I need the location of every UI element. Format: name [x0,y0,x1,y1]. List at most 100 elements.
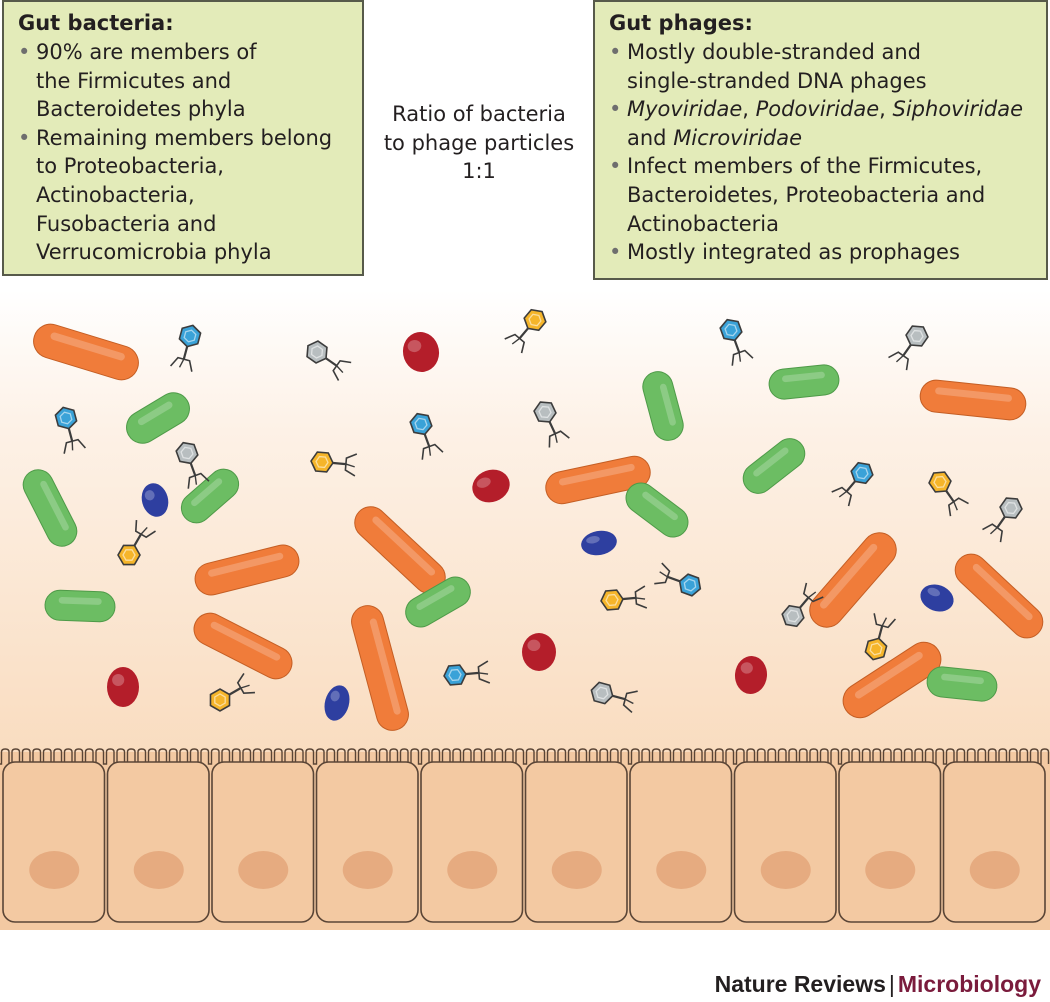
cell-nucleus [238,851,289,889]
phage-bullet-3: Infect members of the Firmicutes, Bacter… [609,152,1036,238]
bullet-line: the Firmicutes and [36,68,232,93]
rod-bacterium-green [180,468,240,524]
epithelial-cell [420,761,524,923]
cell-nucleus [342,851,393,889]
separator: , [879,97,893,122]
rod-bacterium-orange [193,612,293,680]
rod-highlight [210,621,281,661]
rod-highlight [369,618,401,715]
coccus-highlight [476,477,491,488]
cell-nucleus [760,851,811,889]
bullet-line: single-stranded DNA phages [627,68,927,93]
rod-bacterium-orange [954,553,1044,639]
cell-nucleus [447,851,498,889]
rod-bacterium-orange [194,544,300,596]
bullet-line: Mostly integrated as prophages [627,240,960,265]
bullet-line: Remaining members belong [36,125,333,150]
family-siphoviridae: Siphoviridae [892,97,1024,122]
gut-phages-box: Gut phages: Mostly double-stranded and s… [593,0,1048,280]
ratio-value: 1:1 [462,159,496,183]
epithelial-cell [942,761,1046,923]
phage-bullet-2: Myoviridae, Podoviridae, Siphoviridae an… [609,95,1036,152]
microbes [22,303,1044,731]
coccus-bacterium-red [734,656,768,694]
rod-bacterium-green [926,666,998,702]
rod-bacterium-orange [809,532,897,628]
bullet-line: Actinobacteria [627,211,780,236]
epithelial-cell [2,761,106,923]
family-microviridae: Microviridae [673,125,803,150]
gut-bacteria-list: 90% are members of the Firmicutes and Ba… [18,38,352,267]
coccus-bacterium-red [107,667,139,707]
cell-nucleus [551,851,602,889]
rod-highlight [416,585,455,610]
epithelial-cells [2,761,1046,923]
rod-highlight [58,596,102,605]
coccus-bacterium-red [522,633,556,671]
rod-highlight [208,552,284,577]
coccus-highlight [586,536,600,544]
rod-bacterium-orange [842,641,942,719]
bacteria-bullet-1: 90% are members of the Firmicutes and Ba… [18,38,352,124]
journal-branding: Nature Reviews|Microbiology [715,971,1041,998]
rod-highlight [941,673,984,685]
journal-separator: | [888,971,895,997]
rod-bacterium-orange [919,379,1027,421]
rod-bacterium-orange [33,323,139,381]
rod-highlight [191,478,223,507]
coccus-highlight [330,690,340,702]
bullet-line: Mostly double-stranded and [627,40,921,64]
rod-highlight [782,371,825,383]
coccus-highlight [144,490,155,501]
conjunction: and [627,125,674,150]
coccus-highlight [112,674,125,686]
bullet-line: Bacteroidetes phyla [36,97,246,122]
rod-bacterium-green [642,371,684,441]
coccus-bacterium-blue [581,530,617,556]
epithelial-cell [106,761,210,923]
bullet-line: Myoviridae, Podoviridae, Siphoviridae [627,95,1036,124]
epithelial-cell [838,761,942,923]
coccus-bacterium-blue [141,483,169,517]
bullet-line: Verrucomicrobia phyla [36,240,272,265]
ratio-line-1: Ratio of bacteria [392,102,566,126]
separator: , [742,97,756,122]
bullet-line: Fusobacteria and [36,211,217,236]
bullet-line: to Proteobacteria, [36,154,224,179]
rod-bacterium-green [405,576,471,628]
coccus-bacterium-blue [920,584,954,612]
bullet-line: Actinobacteria, [36,182,195,207]
bullet-line: Infect members of the Firmicutes, [627,154,983,179]
rod-highlight [40,480,69,531]
rod-bacterium-green [126,392,190,444]
phage-bullet-4: Mostly integrated as prophages [609,238,1036,267]
epithelial-cell [211,761,315,923]
cell-nucleus [133,851,184,889]
gut-lumen-illustration [0,290,1050,930]
gut-bacteria-title: Gut bacteria: [18,11,174,35]
cell-nucleus [865,851,916,889]
rod-highlight [854,651,923,699]
rod-bacterium-orange [545,455,651,505]
rod-highlight [372,516,436,576]
gut-bacteria-box: Gut bacteria: 90% are members of the Fir… [2,0,364,276]
epithelial-cell [733,761,837,923]
coccus-highlight [407,340,422,353]
ratio-line-2: to phage particles [383,130,575,155]
family-myoviridae: Myoviridae [627,97,743,122]
rod-highlight [50,332,125,361]
cell-nucleus [656,851,707,889]
epithelial-cell [524,761,628,923]
journal-section: Microbiology [897,971,1041,997]
bacteria-bullet-2: Remaining members belong to Proteobacter… [18,124,352,267]
rod-bacterium-green [22,469,78,547]
epithelial-cell [629,761,733,923]
coccus-highlight [927,587,940,597]
microvilli [0,748,1050,765]
epithelium [0,748,1050,930]
ratio-label: Ratio of bacteria to phage particles 1:1 [366,100,592,186]
rod-highlight [819,543,878,609]
gut-phages-title: Gut phages: [609,11,753,35]
coccus-bacterium-red [472,469,510,503]
coccus-bacterium-blue [324,685,350,721]
